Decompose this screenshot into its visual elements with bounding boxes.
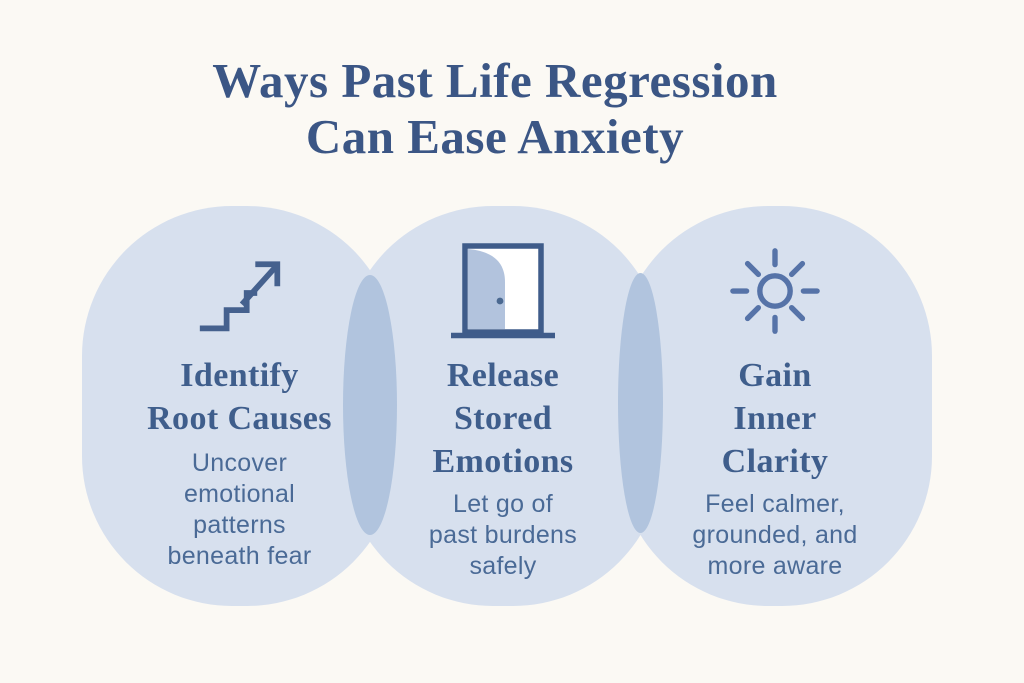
card-heading: Identify Root Causes [147, 357, 332, 437]
card-body: Let go of past burdens safely [428, 490, 578, 580]
infographic-title: Ways Past Life Regression Can Ease Anxie… [0, 53, 1007, 165]
open-door-icon [343, 238, 663, 346]
card-heading: Gain Inner Clarity [721, 357, 829, 480]
sun-icon [618, 238, 932, 346]
card-body: Feel calmer, grounded, and more aware [692, 490, 858, 580]
card-body: Uncover emotional patterns beneath fear [167, 449, 312, 570]
card-gain-inner-clarity: Gain Inner Clarity Feel calmer, grounded… [618, 206, 932, 606]
stairs-growth-arrow-icon [82, 238, 397, 346]
card-heading: Release Stored Emotions [432, 357, 574, 480]
card-release-stored-emotions: Release Stored Emotions Let go of past b… [343, 206, 663, 606]
card-shape-gain-inner-clarity [618, 206, 932, 606]
title-line-1: Ways Past Life Regression [212, 53, 778, 108]
card-identify-root-causes: Identify Root Causes Uncover emotional p… [82, 206, 397, 606]
overlap-lens-left [343, 275, 397, 535]
overlap-lens-right [618, 273, 663, 533]
title-line-2: Can Ease Anxiety [305, 109, 685, 164]
